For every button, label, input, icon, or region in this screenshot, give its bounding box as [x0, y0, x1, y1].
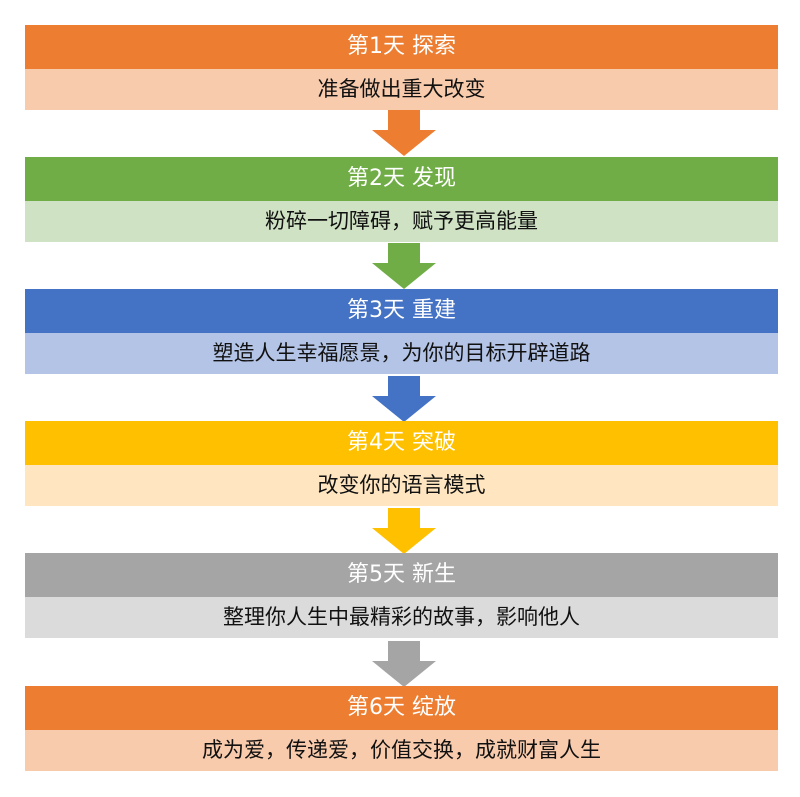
stage-title: 第2天 发现	[25, 157, 778, 201]
down-arrow-icon	[372, 243, 436, 289]
down-arrow-icon	[372, 641, 436, 687]
stage-day-3: 第3天 重建塑造人生幸福愿景，为你的目标开辟道路	[25, 289, 778, 374]
stage-description: 成为爱，传递爱，价值交换，成就财富人生	[25, 730, 778, 771]
stage-title: 第1天 探索	[25, 25, 778, 69]
stage-title: 第4天 突破	[25, 421, 778, 465]
down-arrow-icon	[372, 110, 436, 156]
stage-day-5: 第5天 新生整理你人生中最精彩的故事，影响他人	[25, 553, 778, 638]
stage-title: 第6天 绽放	[25, 686, 778, 730]
stage-description: 准备做出重大改变	[25, 69, 778, 110]
stage-description: 整理你人生中最精彩的故事，影响他人	[25, 597, 778, 638]
stage-day-4: 第4天 突破改变你的语言模式	[25, 421, 778, 506]
stage-description: 塑造人生幸福愿景，为你的目标开辟道路	[25, 333, 778, 374]
stage-day-6: 第6天 绽放成为爱，传递爱，价值交换，成就财富人生	[25, 686, 778, 771]
stage-description: 改变你的语言模式	[25, 465, 778, 506]
stage-description: 粉碎一切障碍，赋予更高能量	[25, 201, 778, 242]
stage-day-1: 第1天 探索准备做出重大改变	[25, 25, 778, 110]
down-arrow-icon	[372, 376, 436, 422]
stage-title: 第5天 新生	[25, 553, 778, 597]
stage-day-2: 第2天 发现粉碎一切障碍，赋予更高能量	[25, 157, 778, 242]
stage-title: 第3天 重建	[25, 289, 778, 333]
down-arrow-icon	[372, 508, 436, 554]
